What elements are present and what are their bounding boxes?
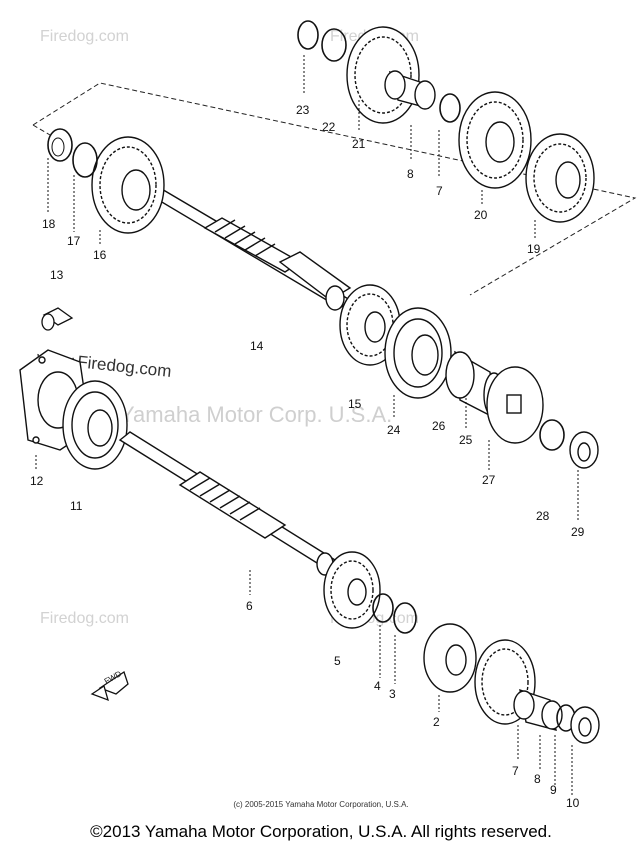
watermark-top: Firedog.com — [40, 28, 129, 45]
callout-16: 16 — [93, 248, 107, 262]
nut-29 — [569, 431, 599, 469]
bolt-13 — [41, 307, 74, 331]
washer-18 — [47, 128, 73, 162]
callout-19: 19 — [527, 242, 541, 256]
callout-20: 20 — [474, 208, 488, 222]
sprocket-27 — [486, 366, 544, 444]
fwd-arrow-icon — [90, 670, 129, 702]
callout-23: 23 — [296, 103, 310, 117]
drive-axle-shaft — [118, 431, 337, 576]
collar-8-upper — [384, 70, 436, 110]
collar-8-lower — [513, 688, 563, 731]
oil-seal-10 — [570, 706, 600, 744]
washer-4 — [372, 593, 394, 623]
circlip-23 — [297, 20, 319, 50]
callout-27: 27 — [482, 473, 496, 487]
callout-26: 26 — [432, 419, 446, 433]
watermark-lower-left: Firedog.com — [40, 610, 129, 627]
gear-21 — [346, 26, 420, 124]
watermark-company: Yamaha Motor Corp. U.S.A. — [120, 402, 393, 427]
washer-22 — [321, 28, 347, 62]
circlip-17 — [72, 142, 98, 178]
bearing-24 — [384, 307, 452, 399]
gear-5 — [323, 551, 381, 629]
callout-15: 15 — [348, 397, 362, 411]
callout-7-upper: 7 — [436, 184, 443, 198]
subassembly-boundary — [32, 82, 637, 296]
callout-8-lower: 8 — [534, 772, 541, 786]
callout-18: 18 — [42, 217, 56, 231]
callout-3: 3 — [389, 687, 396, 701]
gear-2 — [423, 623, 477, 693]
callout-12: 12 — [30, 474, 44, 488]
callout-21: 21 — [352, 137, 366, 151]
washer-7-upper — [439, 93, 461, 123]
callout-11: 11 — [70, 499, 83, 513]
callout-14: 14 — [250, 339, 264, 353]
callout-22: 22 — [322, 120, 336, 134]
callout-8-upper: 8 — [407, 167, 414, 181]
leader-lines — [35, 55, 579, 795]
callout-4: 4 — [374, 679, 381, 693]
gear-16 — [91, 136, 165, 234]
callout-5: 5 — [334, 654, 341, 668]
callout-29: 29 — [571, 525, 585, 539]
callout-10: 10 — [566, 796, 580, 810]
callout-17: 17 — [67, 234, 81, 248]
gear-19 — [525, 133, 595, 223]
callout-6: 6 — [246, 599, 253, 613]
footer-copyright: ©2013 Yamaha Motor Corporation, U.S.A. A… — [90, 822, 552, 841]
callout-13: 13 — [50, 268, 64, 282]
bearing-11 — [62, 380, 128, 470]
callout-24: 24 — [387, 423, 401, 437]
subassembly-boundary-side — [32, 124, 51, 136]
callout-2: 2 — [433, 715, 440, 729]
inline-copyright: (c) 2005-2015 Yamaha Motor Corporation, … — [233, 800, 409, 809]
main-axle-shaft — [148, 187, 352, 311]
lock-washer-28 — [539, 419, 565, 451]
callout-9: 9 — [550, 783, 557, 797]
gear-20 — [458, 91, 532, 189]
callout-7-lower: 7 — [512, 764, 519, 778]
callout-28: 28 — [536, 509, 550, 523]
callout-25: 25 — [459, 433, 473, 447]
circlip-3 — [393, 602, 417, 634]
